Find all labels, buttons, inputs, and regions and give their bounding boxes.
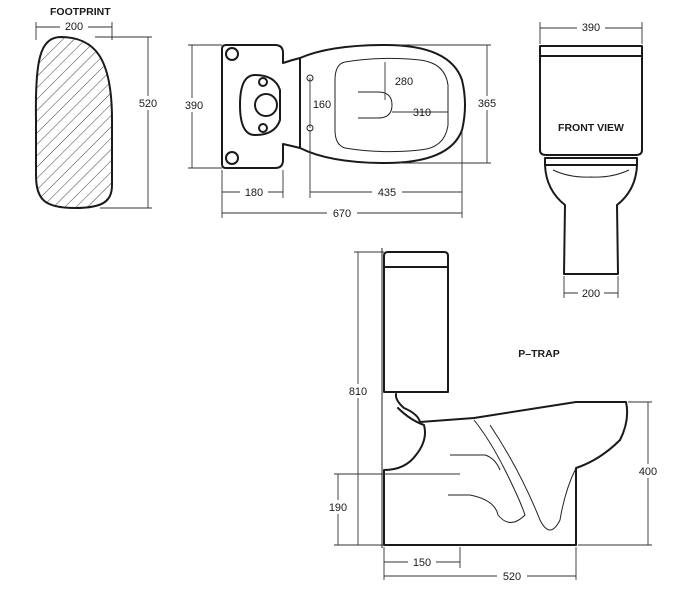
plan-seat-hinge <box>358 91 393 119</box>
svg-text:190: 190 <box>329 502 347 514</box>
front-view: FRONT VIEW 390 200 <box>539 21 643 300</box>
plan-bowl-width-dimension: 365 <box>400 44 500 164</box>
svg-text:400: 400 <box>639 466 657 478</box>
front-view-label: FRONT VIEW <box>558 122 624 134</box>
front-seat <box>544 157 638 166</box>
front-pedestal-width-dimension: 200 <box>563 276 619 300</box>
side-bowl-height-dimension: 400 <box>578 401 660 546</box>
plan-seat-width-dimension: 310 <box>392 107 448 119</box>
side-cistern <box>383 251 449 393</box>
front-cistern-width-dimension: 390 <box>539 21 643 44</box>
footprint-outline <box>34 35 113 210</box>
plan-fixing-hole-top <box>225 47 239 61</box>
side-wall-to-outlet-dimension: 150 <box>383 547 461 580</box>
side-pan-body <box>383 393 629 546</box>
front-cistern <box>539 45 643 156</box>
side-overall-height-dimension: 810 <box>346 251 384 545</box>
svg-text:365: 365 <box>478 98 496 110</box>
plan-small-hole-top <box>258 77 268 87</box>
svg-text:390: 390 <box>582 22 600 34</box>
plan-seat-length-dimension: 280 <box>384 62 413 100</box>
p-trap-label: P–TRAP <box>518 348 559 360</box>
footprint-width-dimension: 200 <box>35 20 113 40</box>
plan-fixing-hole-bottom <box>225 151 239 165</box>
side-base-length-dimension: 520 <box>384 547 577 583</box>
svg-text:280: 280 <box>395 76 413 88</box>
plan-hole-spacing-dimension: 160 <box>309 78 333 128</box>
svg-text:160: 160 <box>313 99 331 111</box>
side-outlet-height-dimension: 190 <box>326 473 460 546</box>
plan-bowl-outline <box>299 44 466 164</box>
plan-seat-outline <box>334 57 449 153</box>
svg-text:180: 180 <box>245 187 263 199</box>
plan-cistern-depth-dimension: 390 <box>180 44 222 169</box>
plan-outlet-recess <box>239 74 281 136</box>
svg-text:150: 150 <box>413 557 431 569</box>
plan-cistern-outline <box>221 44 301 169</box>
footprint-view: FOOTPRINT 200 520 <box>34 6 158 210</box>
side-view: P–TRAP 810 190 <box>326 248 660 583</box>
plan-wall-to-hole-dimension: 180 <box>221 170 284 199</box>
footprint-length-dimension: 520 <box>95 36 158 209</box>
svg-text:670: 670 <box>333 208 351 220</box>
plan-hole-to-front-dimension: 435 <box>309 130 463 218</box>
svg-text:200: 200 <box>65 21 83 33</box>
plan-small-hole-bottom <box>258 123 268 133</box>
side-trap-channel <box>448 419 577 531</box>
svg-text:810: 810 <box>349 386 367 398</box>
svg-text:310: 310 <box>413 107 431 119</box>
front-bowl-pedestal <box>544 164 638 275</box>
svg-text:200: 200 <box>582 288 600 300</box>
svg-text:520: 520 <box>503 571 521 583</box>
footprint-label: FOOTPRINT <box>50 6 111 18</box>
svg-text:435: 435 <box>378 187 396 199</box>
side-outlet-spigot <box>450 454 501 471</box>
plan-outlet-circle <box>254 93 278 117</box>
front-bowl-rim <box>552 169 630 178</box>
plan-overall-length-dimension: 670 <box>221 198 462 220</box>
svg-text:390: 390 <box>185 100 203 112</box>
svg-text:520: 520 <box>139 98 157 110</box>
plan-view: 390 280 160 310 365 <box>180 44 500 220</box>
